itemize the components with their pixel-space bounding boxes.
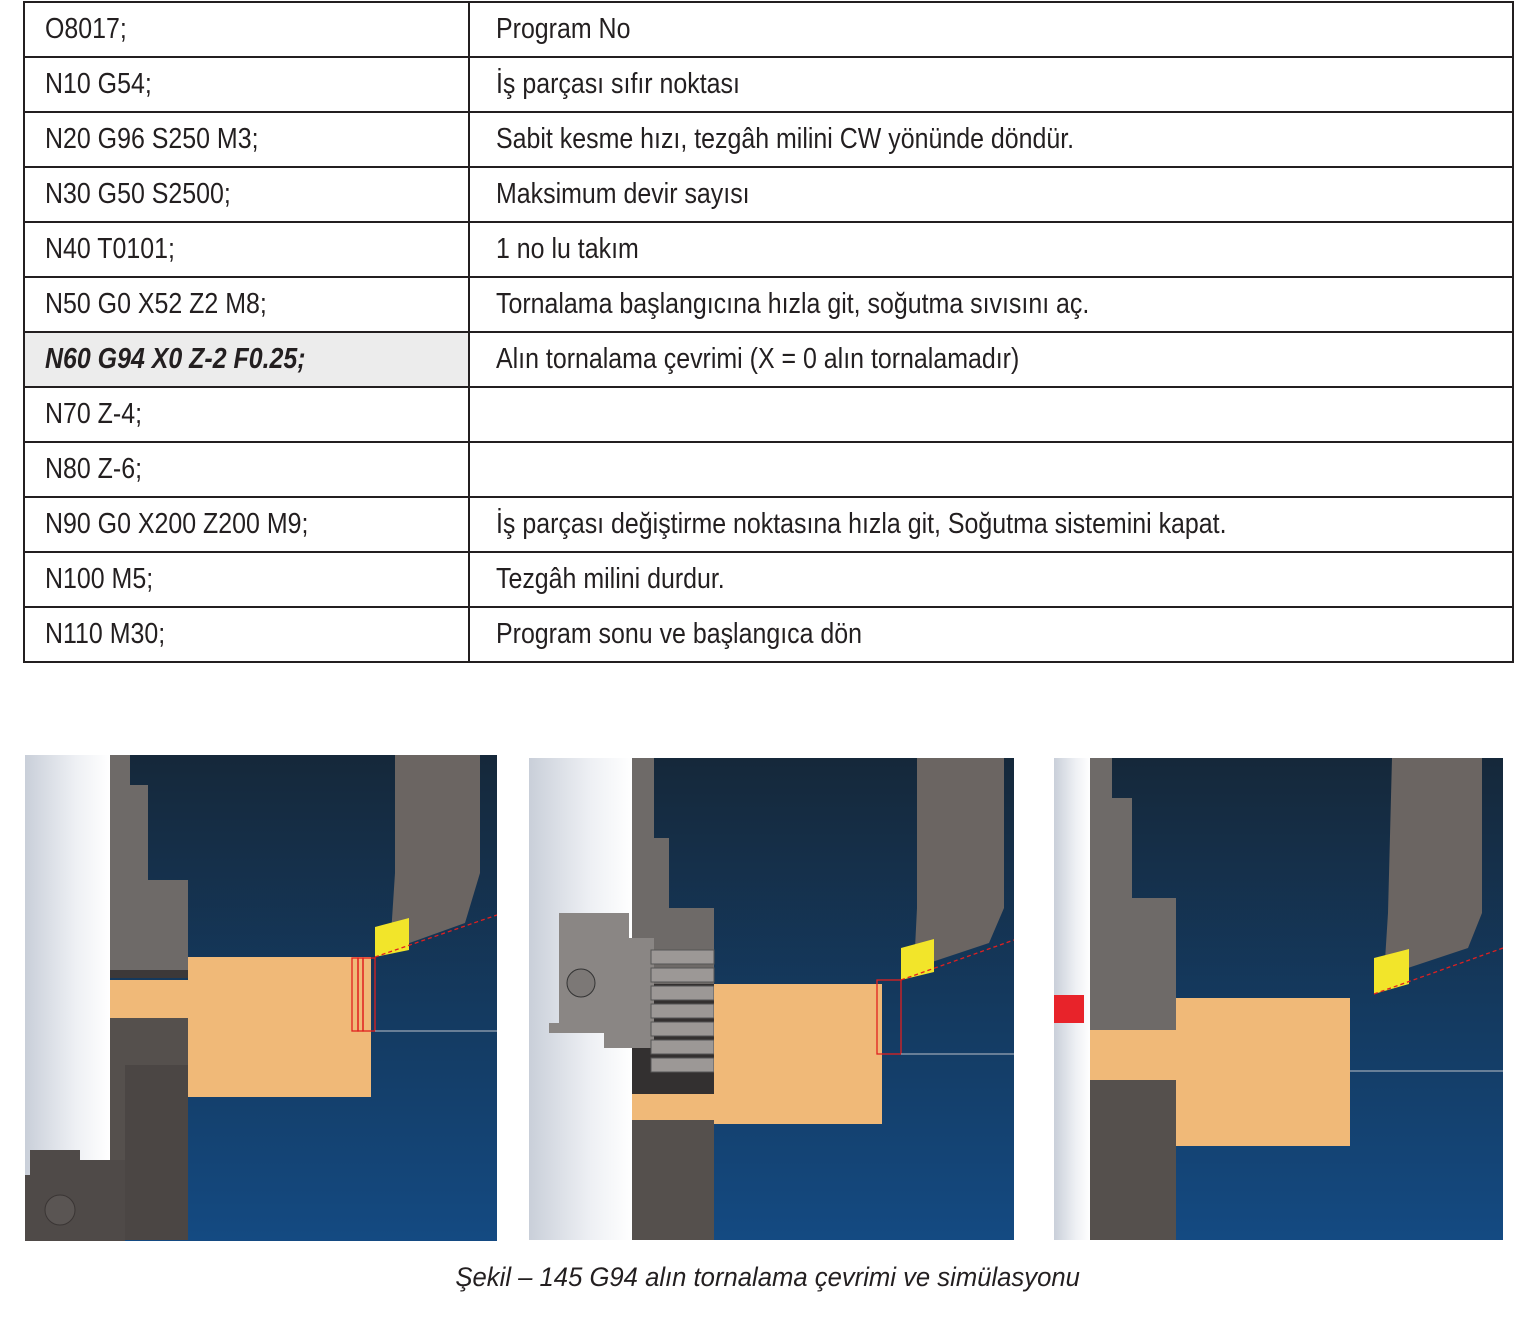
code-cell: N20 G96 S250 M3; <box>23 111 470 168</box>
code-cell: N100 M5; <box>23 551 470 608</box>
tool-holder <box>390 755 480 950</box>
description-text: 1 no lu takım <box>496 233 639 265</box>
toolpath <box>1373 947 1503 995</box>
workpiece-neck <box>632 1094 714 1120</box>
nc-code: N30 G50 S2500; <box>45 178 231 210</box>
nc-code: N20 G96 S250 M3; <box>45 123 259 155</box>
description-text: Tezgâh milini durdur. <box>496 563 725 595</box>
table-row: N60 G94 X0 Z-2 F0.25; Alın tornalama çevr… <box>23 331 1514 388</box>
code-cell: N70 Z-4; <box>23 386 470 443</box>
insert <box>375 918 409 957</box>
description-cell <box>468 386 1514 443</box>
nc-code: O8017; <box>45 13 127 45</box>
code-cell: N60 G94 X0 Z-2 F0.25; <box>23 331 470 388</box>
table-row: N20 G96 S250 M3; Sabit kesme hızı, tezgâh… <box>23 111 1514 168</box>
code-cell: O8017; <box>23 1 470 58</box>
description-text: İş parçası değiştirme noktasına hızla gi… <box>496 508 1227 540</box>
workpiece <box>1176 998 1350 1146</box>
tool-holder <box>914 758 1004 968</box>
nc-code: N40 T0101; <box>45 233 175 265</box>
program-table: O8017; Program No N10 G54; İş parçası sıfır… <box>23 1 1514 663</box>
nc-code: N90 G0 X200 Z200 M9; <box>45 508 309 540</box>
code-cell: N80 Z-6; <box>23 441 470 498</box>
code-cell: N10 G54; <box>23 56 470 113</box>
nc-code: N50 G0 X52 Z2 M8; <box>45 288 267 320</box>
nc-code: N10 G54; <box>45 68 152 100</box>
workpiece <box>188 957 371 1097</box>
upper-jaw <box>632 758 714 984</box>
workpiece-neck <box>1090 1030 1176 1080</box>
description-cell: Tezgâh milini durdur. <box>468 551 1514 608</box>
code-cell: N110 M30; <box>23 606 470 663</box>
nc-code: N100 M5; <box>45 563 154 595</box>
table-row: N110 M30; Program sonu ve başlangıca dön <box>23 606 1514 663</box>
description-text: Tornalama başlangıcına hızla git, soğutm… <box>496 288 1090 320</box>
description-text: İş parçası sıfır noktası <box>496 68 740 100</box>
description-text: Maksimum devir sayısı <box>496 178 750 210</box>
table-row: N50 G0 X52 Z2 M8; Tornalama başlangıcına … <box>23 276 1514 333</box>
toolpath <box>876 939 1014 1055</box>
nc-code: N80 Z-6; <box>45 453 143 485</box>
table-row: N70 Z-4; <box>23 386 1514 443</box>
workpiece-neck <box>110 980 190 1018</box>
insert <box>1374 949 1409 994</box>
description-cell: İş parçası sıfır noktası <box>468 56 1514 113</box>
code-cell: N40 T0101; <box>23 221 470 278</box>
description-cell <box>468 441 1514 498</box>
description-cell: Program No <box>468 1 1514 58</box>
table-row: O8017; Program No <box>23 1 1514 58</box>
red-marker <box>1054 995 1084 1023</box>
table-row: N80 Z-6; <box>23 441 1514 498</box>
upper-jaw <box>110 755 188 970</box>
nc-code: N70 Z-4; <box>45 398 143 430</box>
lower-jaw <box>632 1120 714 1240</box>
description-text: Sabit kesme hızı, tezgâh milini CW yönün… <box>496 123 1075 155</box>
description-text: Program sonu ve başlangıca dön <box>496 618 863 650</box>
nc-code: N60 G94 X0 Z-2 F0.25; <box>45 343 306 375</box>
lower-jaw <box>1090 1080 1176 1240</box>
chuck-key <box>549 913 654 1048</box>
table-row: N90 G0 X200 Z200 M9; İş parçası değiştirm… <box>23 496 1514 553</box>
table-row: N40 T0101; 1 no lu takım <box>23 221 1514 278</box>
toolpath <box>351 914 497 1032</box>
nc-code: N110 M30; <box>45 618 166 650</box>
code-cell: N30 G50 S2500; <box>23 166 470 223</box>
description-cell: Sabit kesme hızı, tezgâh milini CW yönün… <box>468 111 1514 168</box>
upper-jaw <box>1090 758 1176 1030</box>
insert <box>901 939 934 980</box>
caption-text: Şekil – 145 G94 alın tornalama çevrimi v… <box>455 1262 1080 1292</box>
figure-caption: Şekil – 145 G94 alın tornalama çevrimi v… <box>0 1262 1535 1293</box>
code-cell: N90 G0 X200 Z200 M9; <box>23 496 470 553</box>
tool-holder <box>1384 758 1482 976</box>
table-row: N30 G50 S2500; Maksimum devir sayısı <box>23 166 1514 223</box>
table-row: N10 G54; İş parçası sıfır noktası <box>23 56 1514 113</box>
description-text: Alın tornalama çevrimi (X = 0 alın torna… <box>496 343 1020 375</box>
workpiece <box>714 984 882 1124</box>
description-cell: 1 no lu takım <box>468 221 1514 278</box>
chuck-key <box>25 1150 125 1241</box>
description-cell: Maksimum devir sayısı <box>468 166 1514 223</box>
simulation-panel-1 <box>25 755 497 1241</box>
simulation-panel-2 <box>529 758 1014 1240</box>
table-row: N100 M5; Tezgâh milini durdur. <box>23 551 1514 608</box>
description-cell: Alın tornalama çevrimi (X = 0 alın torna… <box>468 331 1514 388</box>
code-cell: N50 G0 X52 Z2 M8; <box>23 276 470 333</box>
description-cell: Program sonu ve başlangıca dön <box>468 606 1514 663</box>
description-cell: Tornalama başlangıcına hızla git, soğutm… <box>468 276 1514 333</box>
description-cell: İş parçası değiştirme noktasına hızla gi… <box>468 496 1514 553</box>
description-text: Program No <box>496 13 631 45</box>
simulation-panel-3 <box>1054 758 1503 1240</box>
